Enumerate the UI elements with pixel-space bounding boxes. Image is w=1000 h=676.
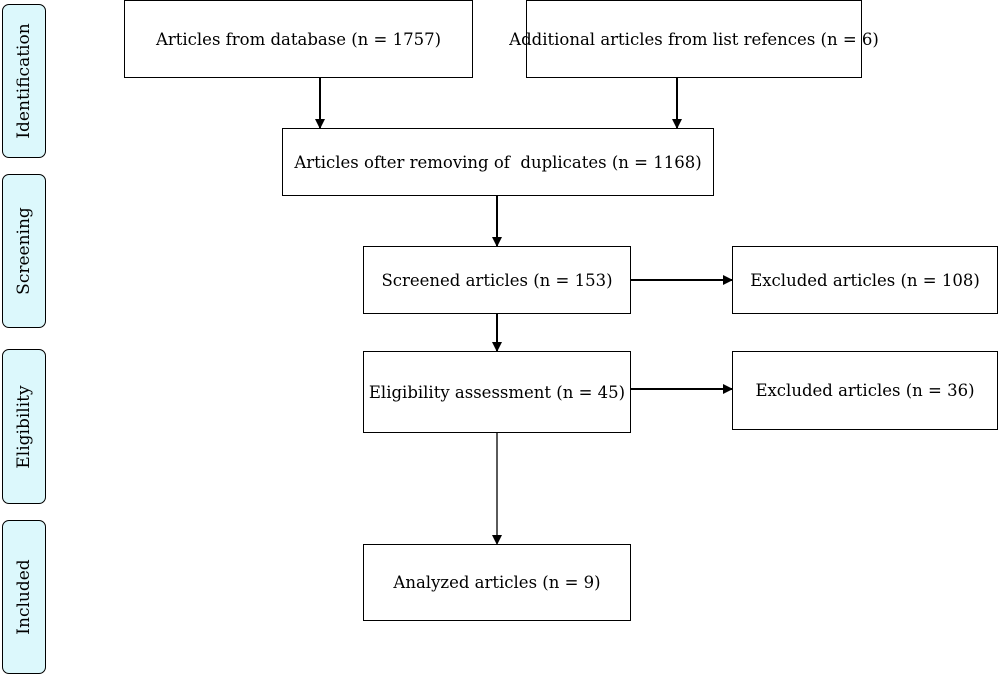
phase-identification: Identification — [2, 4, 46, 158]
box-articles-from-database: Articles from database (n = 1757) — [124, 0, 473, 78]
phase-included: Included — [2, 520, 46, 674]
box-excluded-screening: Excluded articles (n = 108) — [732, 246, 998, 314]
box-after-duplicates: Articles ofter removing of duplicates (n… — [282, 128, 714, 196]
phase-screening: Screening — [2, 174, 46, 328]
box-analyzed-articles: Analyzed articles (n = 9) — [363, 544, 631, 621]
box-excluded-eligibility: Excluded articles (n = 36) — [732, 351, 998, 430]
box-additional-articles: Additional articles from list refences (… — [509, 0, 879, 78]
phase-eligibility: Eligibility — [2, 349, 46, 504]
box-eligibility-assessment: Eligibility assessment (n = 45) — [363, 351, 631, 433]
